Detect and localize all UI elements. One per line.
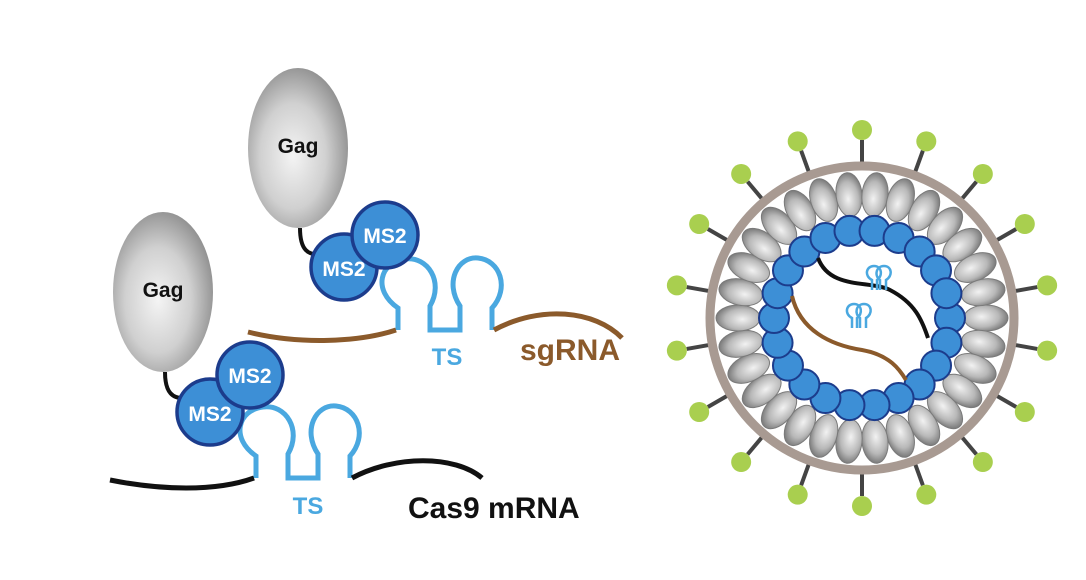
spike-head bbox=[666, 340, 687, 361]
cas9-complex: Gag MS2 MS2 TS Cas9 mRNA bbox=[109, 212, 580, 525]
spike-head bbox=[666, 275, 687, 296]
cas9-strand-right bbox=[350, 458, 484, 481]
spike-head bbox=[852, 496, 872, 516]
gag-protein-bottom bbox=[113, 212, 213, 372]
spike-head bbox=[852, 120, 872, 140]
spike-head bbox=[731, 452, 752, 473]
spike-head bbox=[731, 163, 752, 184]
spike-head bbox=[1014, 214, 1035, 234]
sgrna-strand-right bbox=[492, 311, 624, 340]
ms2-label-top-a: MS2 bbox=[363, 225, 406, 248]
spike-head bbox=[689, 402, 710, 422]
spike-head bbox=[972, 163, 993, 184]
gag-label-top: Gag bbox=[278, 135, 319, 158]
spike-head bbox=[787, 484, 808, 505]
mini-stem-loop-2 bbox=[845, 302, 872, 328]
gag-label-bottom: Gag bbox=[143, 279, 184, 302]
capsid-bead bbox=[930, 277, 963, 310]
virus-like-particle bbox=[666, 120, 1058, 516]
ts-stem-loops-top bbox=[379, 255, 504, 333]
gag-shell-bead bbox=[963, 304, 1009, 332]
spike-head bbox=[1014, 402, 1035, 422]
capsid-ring bbox=[758, 214, 966, 422]
ts-stem-loops-bottom bbox=[237, 403, 362, 481]
gag-shell-ring bbox=[715, 172, 1009, 464]
sgrna-strand-left bbox=[247, 327, 397, 343]
gag-shell-bead bbox=[715, 304, 761, 332]
mini-stem-loop-1 bbox=[865, 264, 892, 290]
cas9-strand-left bbox=[109, 475, 255, 491]
sgrna-complex: Gag MS2 MS2 TS sgRNA bbox=[247, 68, 624, 371]
spike-head bbox=[972, 452, 993, 473]
spike-head bbox=[1037, 275, 1058, 296]
spike-head bbox=[689, 214, 710, 234]
cas9-mrna-label: Cas9 mRNA bbox=[408, 492, 580, 525]
ts-label-top: TS bbox=[432, 344, 463, 371]
spike-head bbox=[787, 131, 808, 152]
ts-label-bottom: TS bbox=[293, 493, 324, 520]
spike-head bbox=[1037, 340, 1058, 361]
gag-protein-top bbox=[248, 68, 348, 228]
sgrna-label: sgRNA bbox=[520, 334, 620, 367]
ms2-protein-top-a bbox=[350, 200, 420, 270]
ms2-label-top-b: MS2 bbox=[322, 258, 365, 281]
packaged-sgrna bbox=[790, 295, 908, 382]
ms2-label-bottom-a: MS2 bbox=[228, 365, 271, 388]
packaged-cas9-mrna bbox=[816, 257, 930, 339]
spike-head bbox=[916, 484, 937, 505]
spike-head bbox=[916, 131, 937, 152]
ms2-label-bottom-b: MS2 bbox=[188, 403, 231, 426]
ms2-protein-bottom-a bbox=[215, 340, 285, 410]
